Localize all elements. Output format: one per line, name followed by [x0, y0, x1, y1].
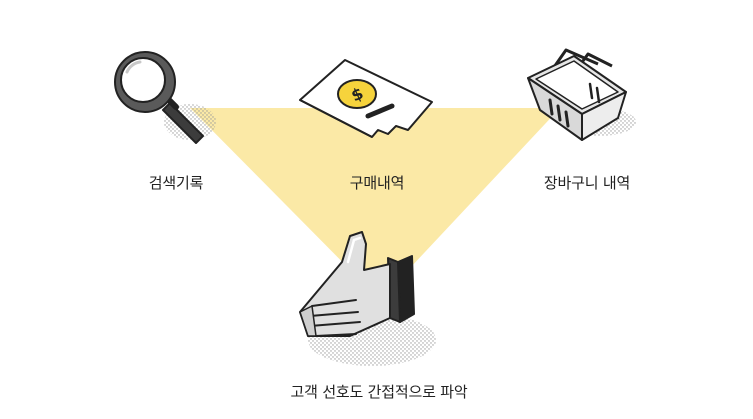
receipt-dollar-icon: $ — [299, 59, 433, 138]
label-search-history: 검색기록 — [148, 174, 204, 192]
shopping-basket-icon — [527, 48, 636, 141]
label-cart-history: 장바구니 내역 — [543, 174, 631, 192]
label-result: 고객 선호도 간접적으로 파악 — [290, 383, 468, 401]
label-purchase-history: 구매내역 — [349, 174, 405, 192]
connection-triangle — [190, 108, 560, 300]
magnifying-glass-icon — [114, 51, 216, 144]
thumbs-up-icon — [299, 231, 436, 366]
